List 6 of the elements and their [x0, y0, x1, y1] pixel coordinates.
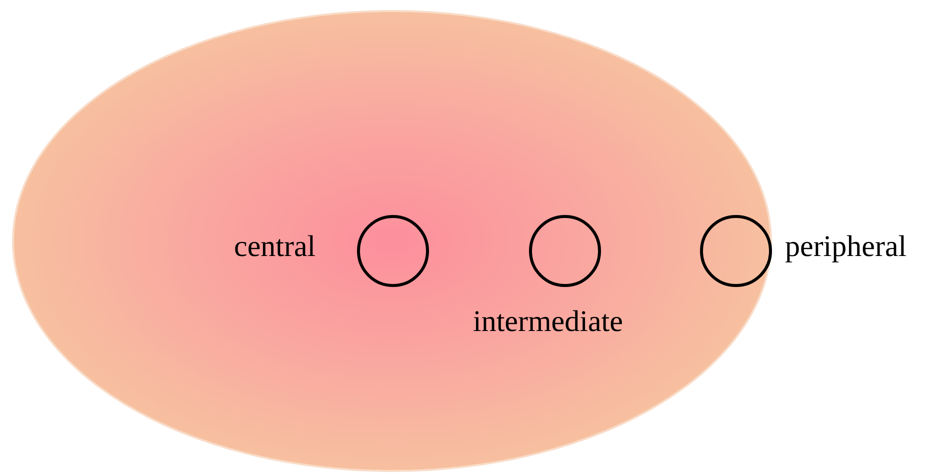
- circle-label: intermediate: [473, 305, 623, 339]
- circle-marker: [357, 215, 429, 287]
- circle-marker: [700, 215, 772, 287]
- circle-marker: [529, 215, 601, 287]
- circle-label: central: [234, 230, 316, 264]
- circle-label: peripheral: [785, 230, 907, 264]
